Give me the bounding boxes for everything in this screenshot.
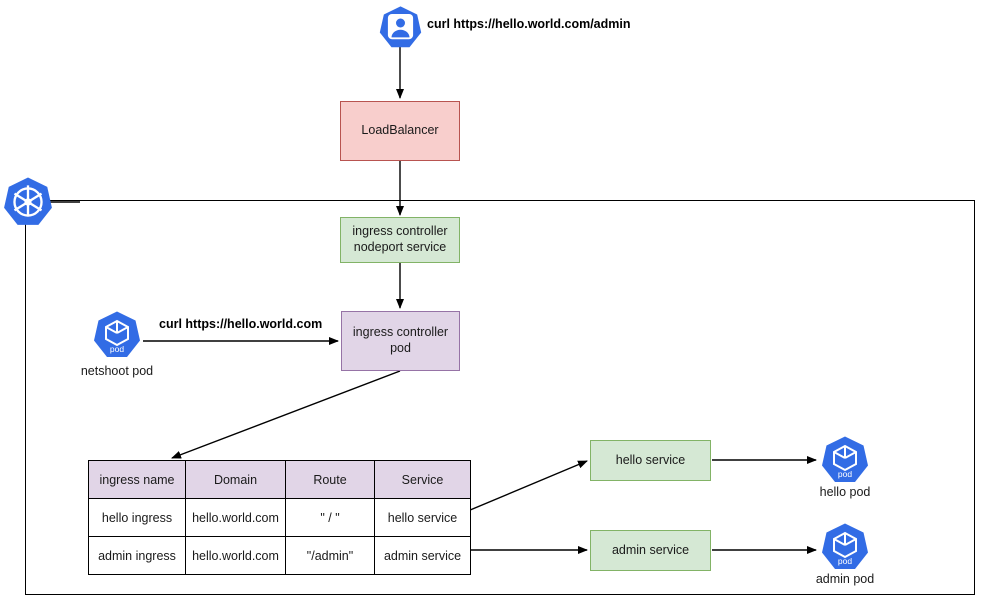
- loadbalancer-label: LoadBalancer: [361, 123, 439, 138]
- ingress-nodeport-service-label-line1: ingress controller: [352, 224, 448, 239]
- table-header-service: Service: [374, 460, 471, 499]
- ingress-routing-table: ingress name Domain Route Service hello …: [88, 460, 471, 575]
- svg-text:pod: pod: [110, 344, 124, 354]
- table-header-domain: Domain: [185, 460, 286, 499]
- table-header-row: ingress name Domain Route Service: [88, 460, 471, 499]
- ingress-nodeport-service-label-line2: nodeport service: [353, 240, 447, 254]
- hello-pod-label: hello pod: [819, 485, 871, 499]
- user-icon: [377, 5, 424, 50]
- hello-service-node: hello service: [590, 440, 711, 481]
- table-cell-route: " / ": [285, 498, 375, 537]
- kubernetes-cluster-boundary: [25, 200, 975, 595]
- hello-service-label: hello service: [615, 452, 686, 467]
- ingress-controller-pod-label-line1: ingress controller: [352, 325, 449, 340]
- table-cell-ingress-name: admin ingress: [88, 536, 186, 575]
- table-cell-service: admin service: [374, 536, 471, 575]
- svg-text:pod: pod: [838, 469, 852, 479]
- table-cell-domain: hello.world.com: [185, 536, 286, 575]
- kubernetes-logo-icon: [2, 176, 54, 228]
- table-row: hello ingress hello.world.com " / " hell…: [88, 498, 471, 537]
- table-header-route: Route: [285, 460, 375, 499]
- table-cell-domain: hello.world.com: [185, 498, 286, 537]
- ingress-controller-pod-label-line2: pod: [390, 341, 411, 355]
- edge-label-curl-root: curl https://hello.world.com: [159, 317, 323, 331]
- edge-label-curl-admin: curl https://hello.world.com/admin: [427, 17, 631, 31]
- table-cell-service: hello service: [374, 498, 471, 537]
- svg-text:pod: pod: [838, 556, 852, 566]
- table-row: admin ingress hello.world.com "/admin" a…: [88, 536, 471, 575]
- ingress-nodeport-service-node: ingress controller nodeport service: [340, 217, 460, 263]
- admin-pod-label: admin pod: [815, 572, 875, 586]
- table-cell-ingress-name: hello ingress: [88, 498, 186, 537]
- admin-service-node: admin service: [590, 530, 711, 571]
- table-header-ingress-name: ingress name: [88, 460, 186, 499]
- loadbalancer-node: LoadBalancer: [340, 101, 460, 161]
- table-cell-route: "/admin": [285, 536, 375, 575]
- hello-pod-icon: pod: [820, 435, 870, 485]
- netshoot-pod-label: netshoot pod: [80, 364, 154, 378]
- admin-pod-icon: pod: [820, 522, 870, 572]
- admin-service-label: admin service: [611, 542, 690, 557]
- ingress-controller-pod-node: ingress controller pod: [341, 311, 460, 371]
- netshoot-pod-icon: pod: [92, 310, 142, 360]
